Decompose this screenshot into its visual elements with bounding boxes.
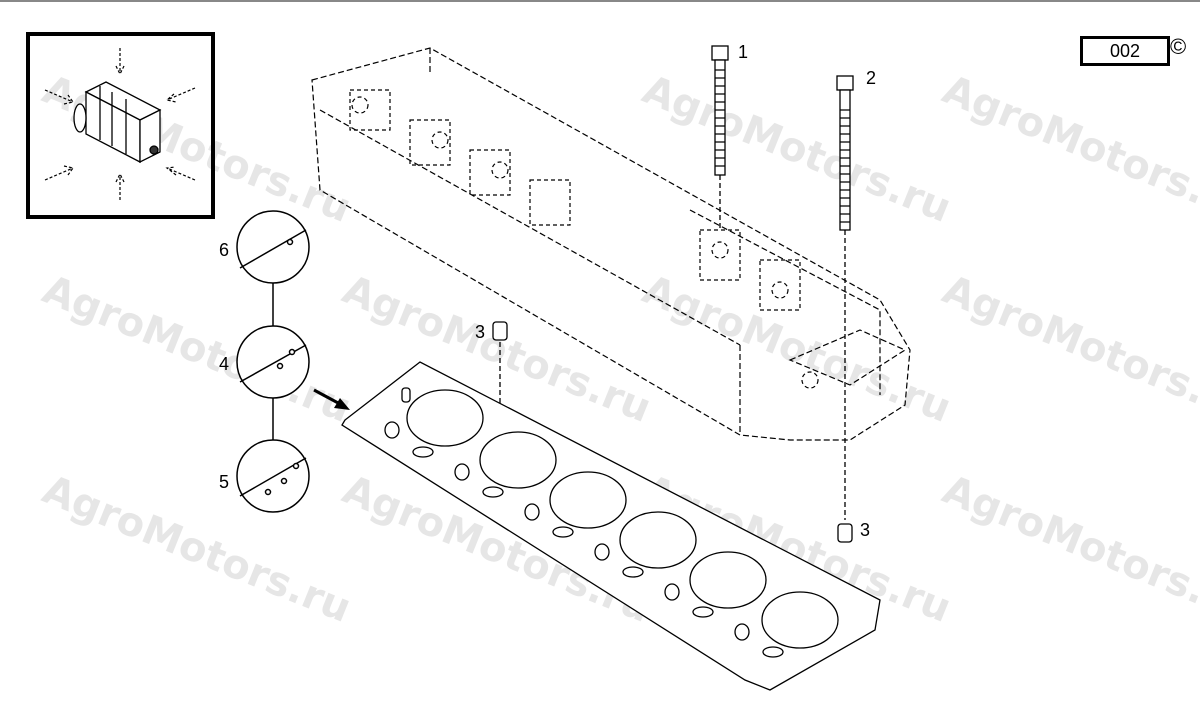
callout-3-upper: 3: [475, 322, 485, 342]
watermark: AgroMotors.ru: [636, 67, 957, 232]
callout-2: 2: [866, 68, 876, 88]
cylinder-head: [311, 47, 911, 441]
watermark: AgroMotors.ru: [36, 267, 357, 432]
watermark: AgroMotors.ru: [36, 467, 357, 632]
callout-6: 6: [219, 240, 229, 260]
gasket-thickness-details: [236, 210, 310, 513]
watermark: AgroMotors.ru: [936, 267, 1200, 432]
bolt-1: [711, 45, 729, 230]
callout-4: 4: [219, 354, 229, 374]
callout-1: 1: [738, 42, 748, 62]
head-gasket: [341, 361, 881, 691]
drawing-reference-box: 002: [1080, 36, 1170, 66]
pointer-arrow: [313, 388, 350, 410]
watermark: AgroMotors.ru: [936, 67, 1200, 232]
callout-5: 5: [219, 472, 229, 492]
bolt-2: [836, 75, 854, 520]
dowel-3-lower: [837, 523, 853, 543]
watermark: AgroMotors.ru: [36, 67, 357, 232]
orientation-inset: [26, 32, 215, 219]
top-border: [0, 0, 1200, 2]
watermark: AgroMotors.ru: [936, 467, 1200, 632]
callout-3-lower: 3: [860, 520, 870, 540]
copyright-mark: ©: [1170, 34, 1187, 59]
